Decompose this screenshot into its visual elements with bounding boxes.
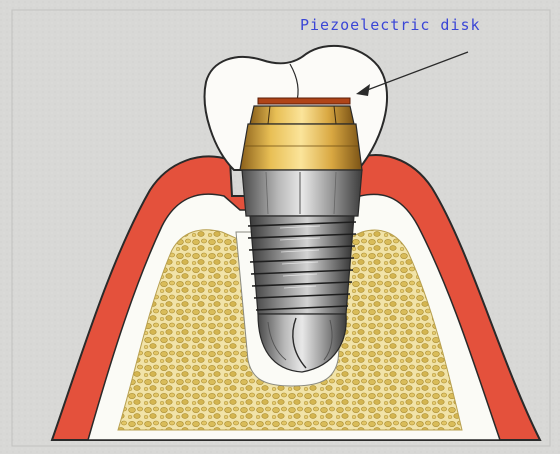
abutment-cap bbox=[250, 106, 354, 124]
implant-threaded-body bbox=[250, 216, 354, 314]
piezoelectric-disk-label: Piezoelectric disk bbox=[300, 16, 481, 34]
piezoelectric-disk bbox=[258, 98, 350, 104]
implant-neck bbox=[242, 170, 362, 216]
abutment-collar bbox=[240, 124, 362, 170]
